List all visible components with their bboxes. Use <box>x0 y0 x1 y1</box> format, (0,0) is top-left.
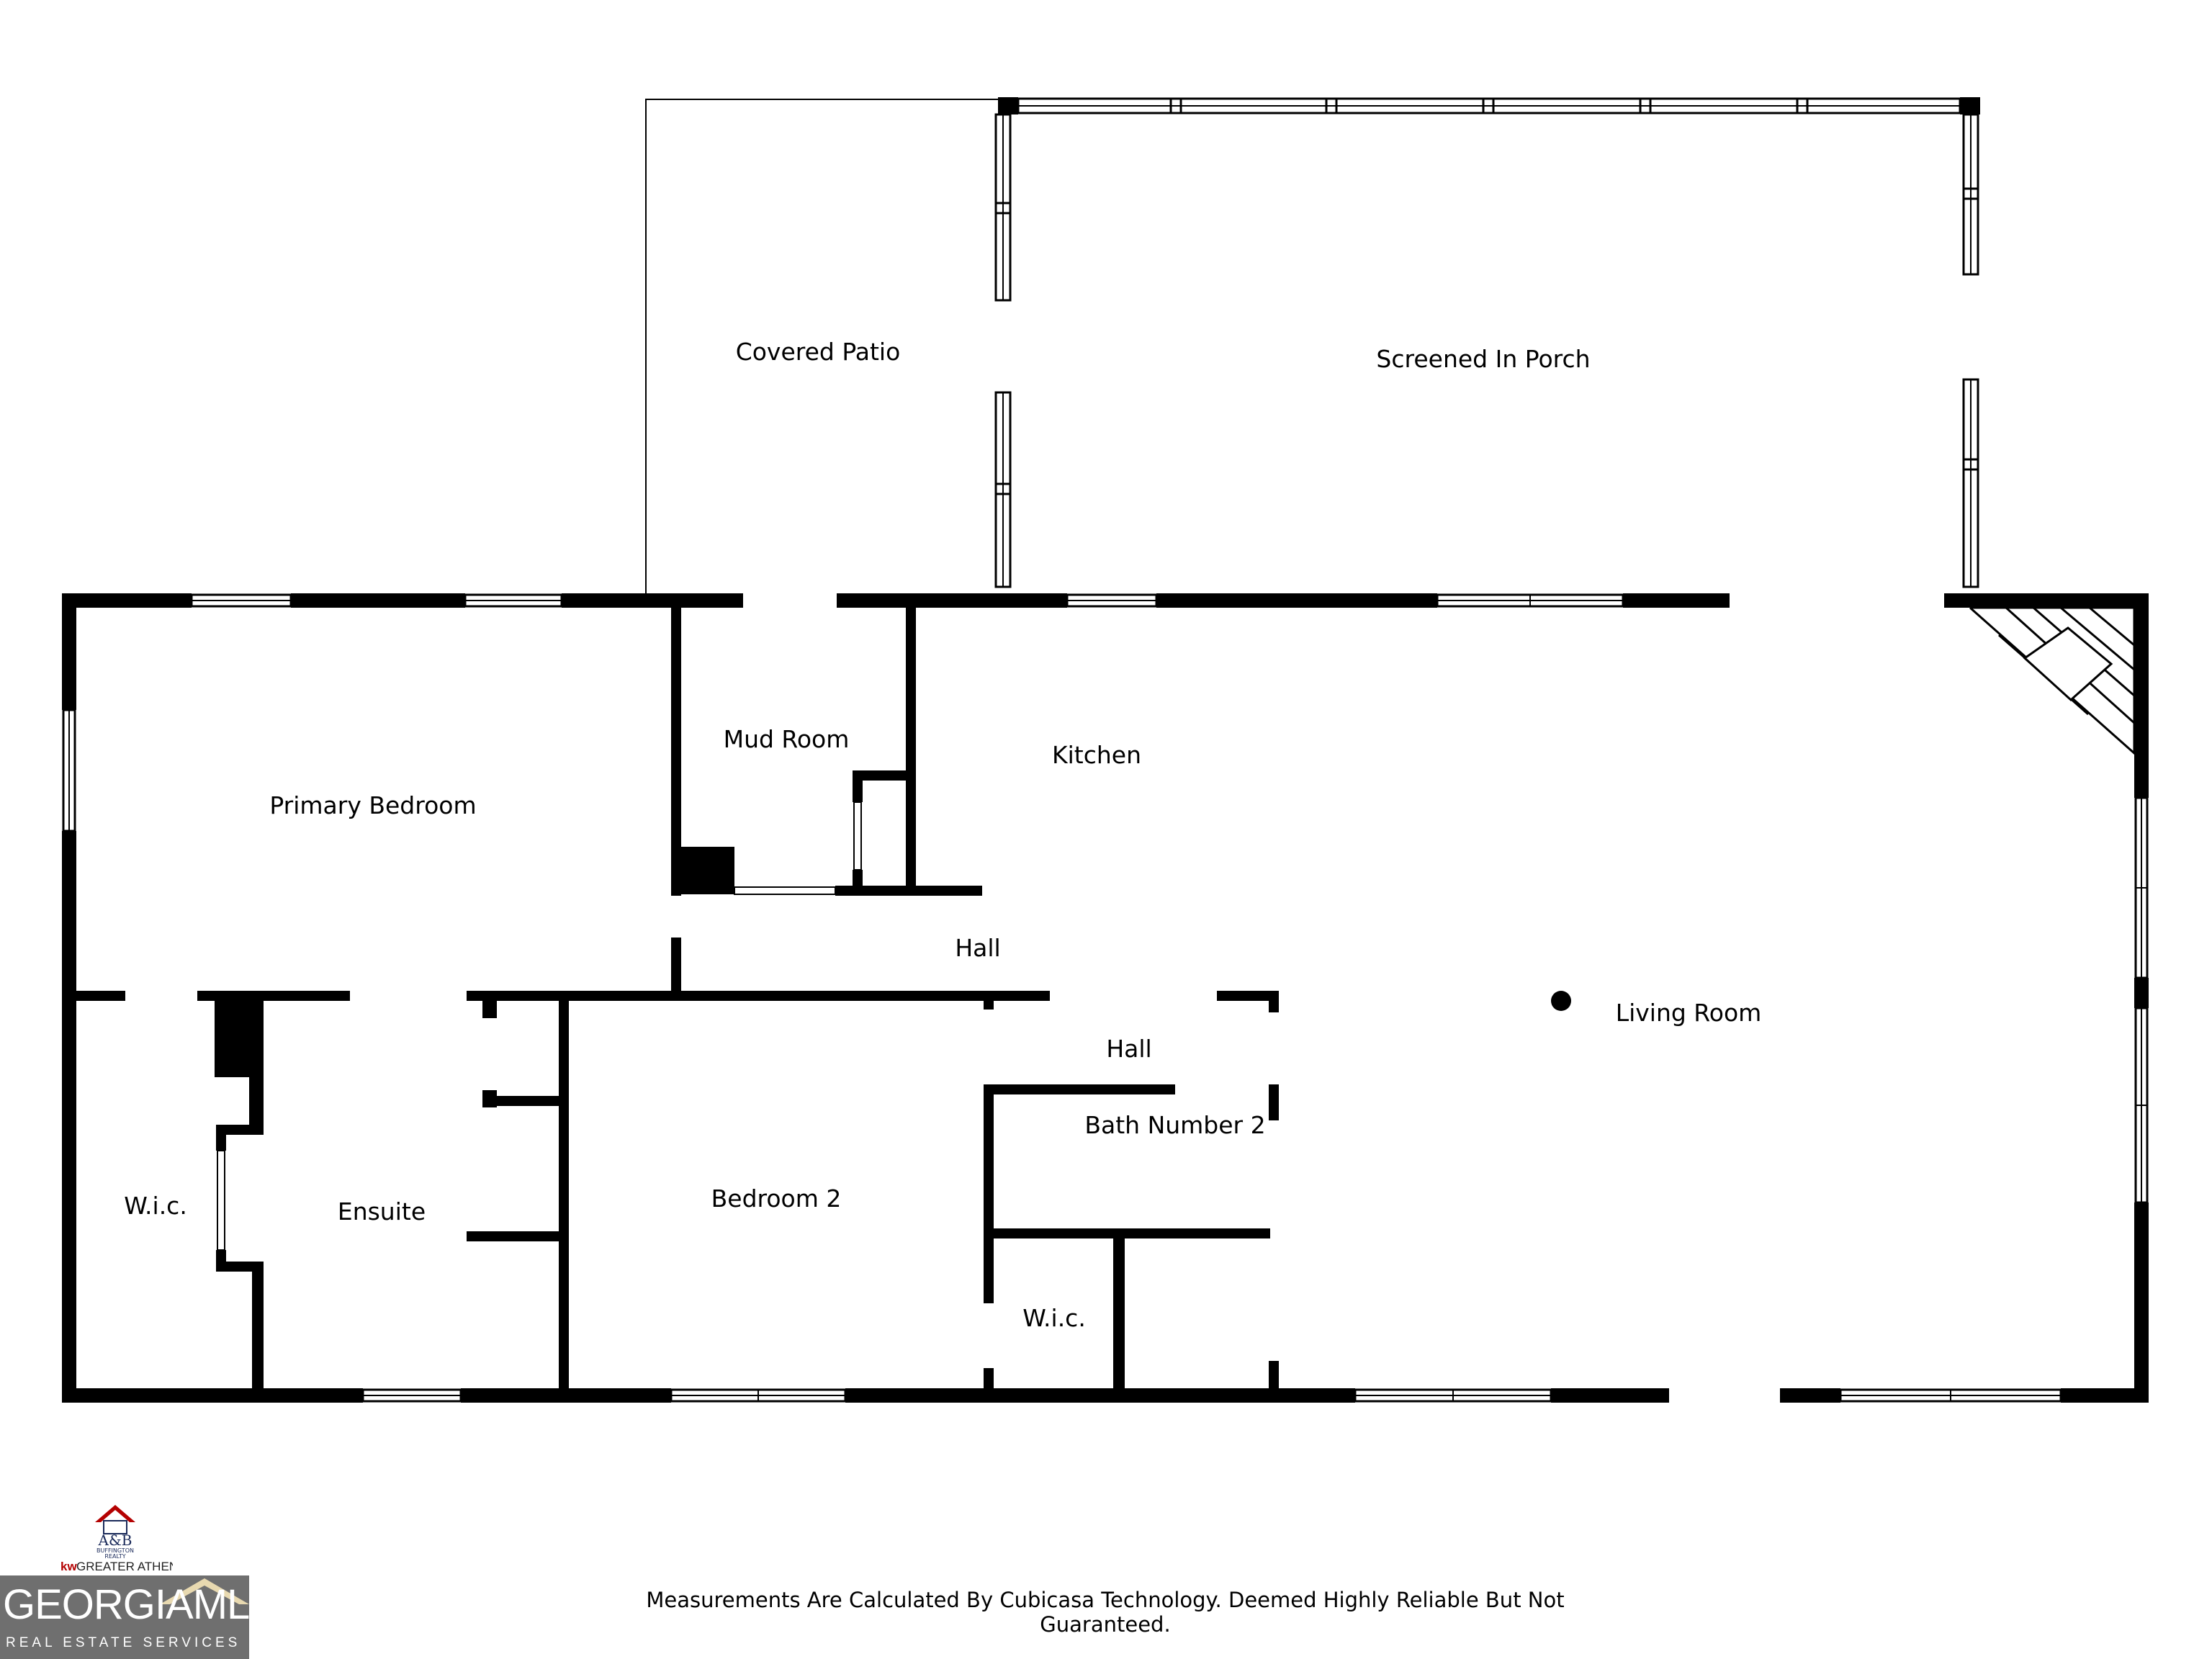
roof-icon <box>160 1578 249 1604</box>
ab-buffington-kw-logo: A&B BUFFINGTON REALTY kw GREATER ATHENS <box>60 1505 173 1572</box>
exterior-windows <box>62 593 2149 1403</box>
measurement-disclaimer: Measurements Are Calculated By Cubicasa … <box>646 1588 1565 1637</box>
svg-text:BUFFINGTON: BUFFINGTON <box>96 1547 134 1554</box>
label-hall-main: Hall <box>955 934 1000 962</box>
label-living-room: Living Room <box>1616 999 1762 1027</box>
window-mullions <box>68 595 2147 1401</box>
mls-name: GEORGIAMLS <box>3 1581 249 1628</box>
svg-text:GREATER ATHENS: GREATER ATHENS <box>76 1560 173 1572</box>
svg-text:kw: kw <box>60 1560 77 1572</box>
fixture-dot <box>1551 991 1571 1011</box>
label-primary-bedroom: Primary Bedroom <box>269 791 476 819</box>
label-covered-patio: Covered Patio <box>736 338 901 366</box>
label-mud-room: Mud Room <box>724 725 850 753</box>
label-hall-small: Hall <box>1106 1035 1151 1063</box>
label-screened-porch: Screened In Porch <box>1376 345 1590 373</box>
label-wic-primary: W.i.c. <box>124 1192 187 1220</box>
georgia-mls-badge: GEORGIAMLS REAL ESTATE SERVICES <box>0 1575 249 1659</box>
label-bedroom-2: Bedroom 2 <box>711 1184 842 1213</box>
staircase <box>1969 606 2136 756</box>
svg-text:A&B: A&B <box>98 1532 132 1549</box>
covered-patio-outline <box>645 99 1010 599</box>
screened-porch-walls <box>994 97 1980 588</box>
label-ensuite: Ensuite <box>338 1197 426 1226</box>
svg-text:REALTY: REALTY <box>104 1553 125 1560</box>
label-bath-2: Bath Number 2 <box>1084 1111 1265 1139</box>
interior-walls <box>76 608 1279 1388</box>
interior-openings <box>217 801 862 1251</box>
exterior-walls <box>62 593 2149 1403</box>
mls-tagline: REAL ESTATE SERVICES <box>6 1635 241 1650</box>
label-kitchen: Kitchen <box>1052 741 1141 769</box>
room-labels: Covered Patio Screened In Porch Mud Room… <box>124 338 1761 1332</box>
label-wic-bedroom2: W.i.c. <box>1022 1304 1086 1332</box>
